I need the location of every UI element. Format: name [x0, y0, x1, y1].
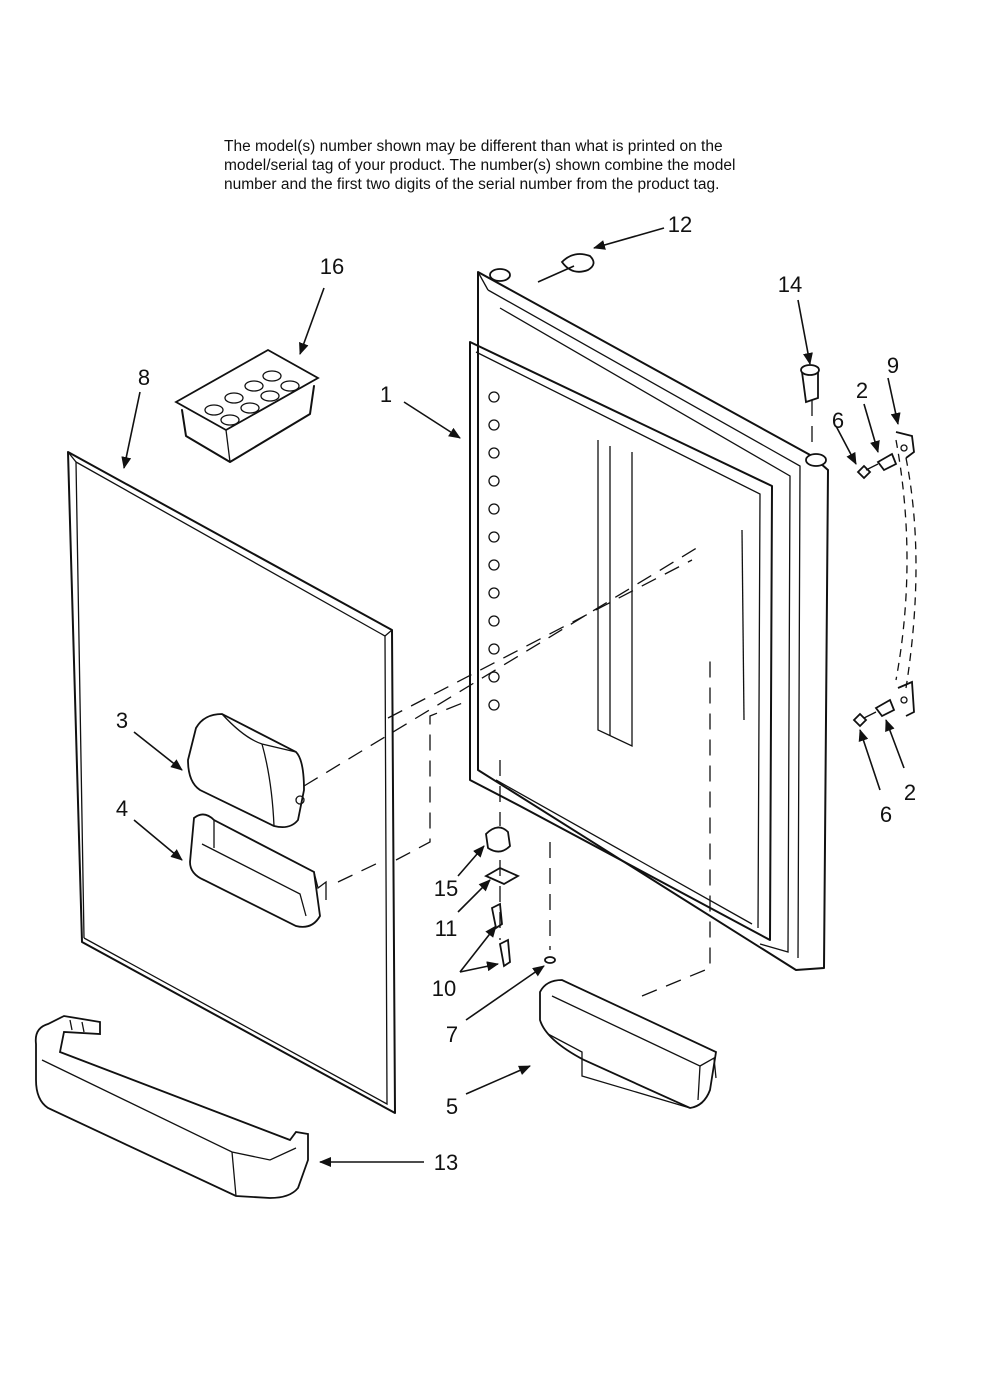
- callout-11: 11: [435, 916, 458, 941]
- callout-2-upper: 2: [856, 378, 868, 403]
- callout-12: 12: [668, 212, 692, 237]
- part-4-small-bin: [189, 813, 327, 928]
- part-1-door-liner: [469, 268, 829, 971]
- callout-7: 7: [446, 1022, 458, 1047]
- callout-8: 8: [138, 365, 150, 390]
- callout-5: 5: [446, 1094, 458, 1119]
- callout-labels: 12 16 14 9 8 1 2 6 3 4 2 6 15 11 10 7 5 …: [116, 212, 916, 1175]
- callout-9: 9: [887, 353, 899, 378]
- shelf-pegs: [488, 391, 500, 711]
- callout-6-upper: 6: [832, 408, 844, 433]
- model-number-note: The model(s) number shown may be differe…: [224, 137, 864, 194]
- part-5-door-bin: [539, 979, 717, 1109]
- callout-3: 3: [116, 708, 128, 733]
- part-3-cover: [187, 713, 305, 829]
- note-line-3: number and the first two digits of the s…: [224, 176, 720, 193]
- callout-14: 14: [778, 272, 802, 297]
- leader-arrows: [121, 227, 905, 1167]
- callout-13: 13: [434, 1150, 458, 1175]
- note-line-1: The model(s) number shown may be differe…: [224, 138, 723, 155]
- callout-15: 15: [434, 876, 458, 901]
- callout-16: 16: [320, 254, 344, 279]
- callout-1: 1: [380, 382, 392, 407]
- part-14-plug: [800, 364, 820, 404]
- screws-lower: [852, 698, 896, 728]
- lower-hinge-hardware: [484, 826, 556, 968]
- callout-4: 4: [116, 796, 128, 821]
- part-9-hinge-bracket: [895, 431, 917, 717]
- callout-6-lower: 6: [880, 802, 892, 827]
- note-line-2: model/serial tag of your product. The nu…: [224, 157, 736, 174]
- alignment-lines: [303, 400, 813, 997]
- screws-upper: [856, 452, 898, 480]
- callout-2-lower: 2: [904, 780, 916, 805]
- part-8-door-panel: [67, 451, 396, 1114]
- part-13-door-bar: [34, 1015, 309, 1199]
- part-16-egg-tray: [174, 348, 320, 463]
- callout-10: 10: [432, 976, 456, 1001]
